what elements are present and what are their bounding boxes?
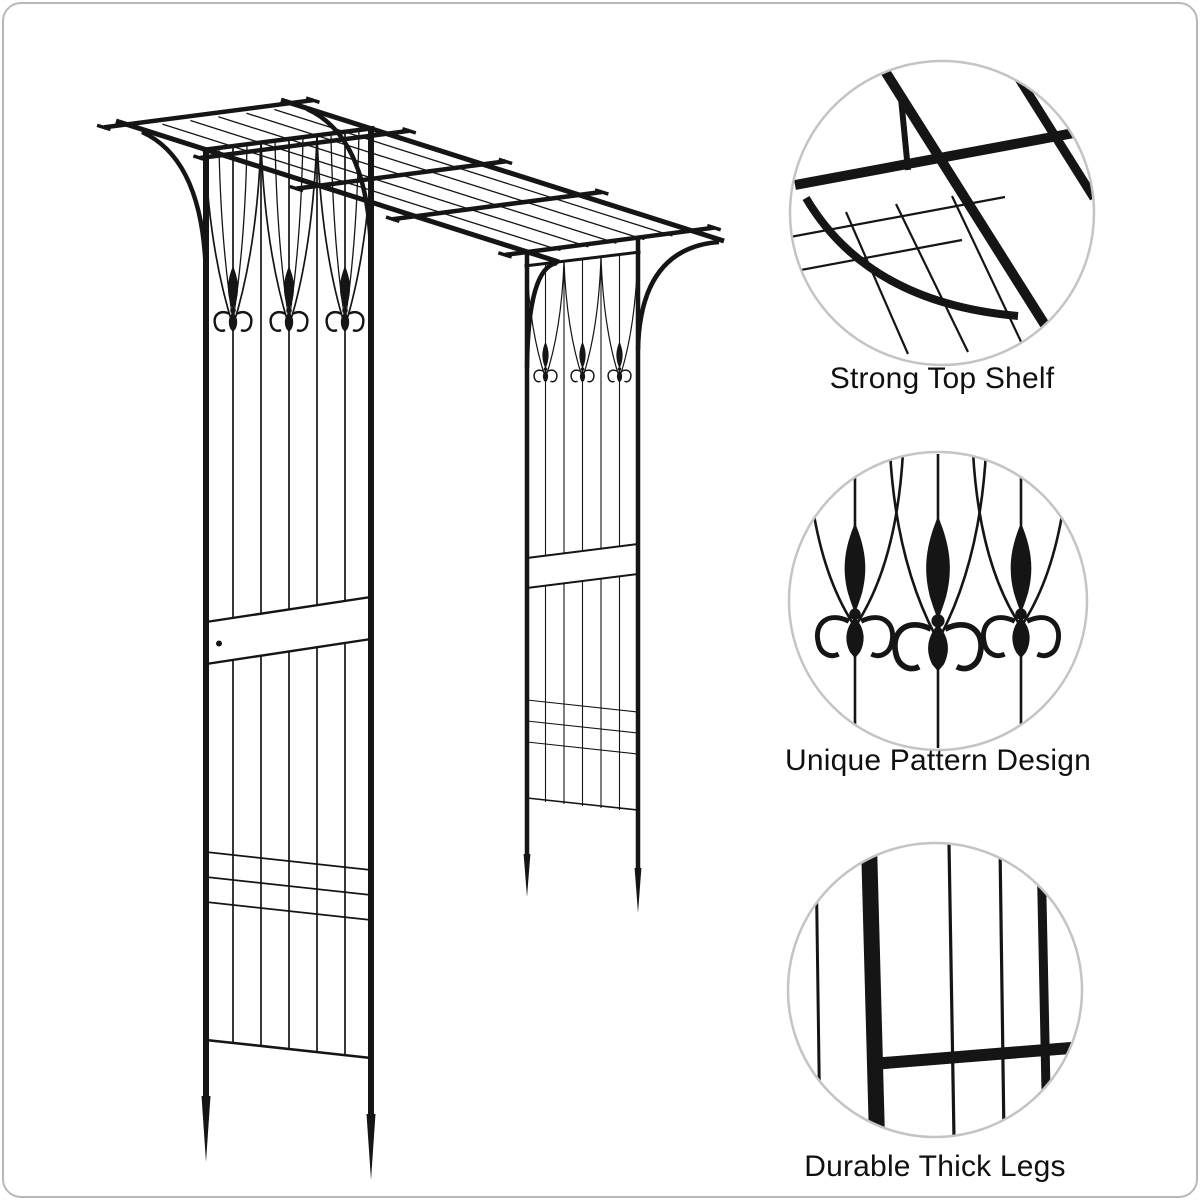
front-left-spike xyxy=(201,1096,211,1162)
shelf-crossbars xyxy=(103,97,715,258)
top-shelf-detail-icon xyxy=(790,61,1094,355)
back-left-brace xyxy=(524,260,558,369)
shelf-wires xyxy=(162,108,673,252)
back-left-spike xyxy=(523,854,531,897)
front-trellis-panel xyxy=(201,125,376,1180)
band-bolt-hole xyxy=(216,640,222,647)
back-mid-band xyxy=(526,542,639,590)
back-right-brace xyxy=(635,239,720,351)
front-right-brace xyxy=(306,106,374,256)
front-left-brace xyxy=(141,129,209,279)
back-lower-wires xyxy=(526,699,639,811)
callout-circle-3 xyxy=(786,841,1084,1139)
front-top-bar xyxy=(202,125,375,153)
top-shelf xyxy=(96,96,725,265)
front-lower-wires xyxy=(205,851,372,1060)
callout-top-shelf xyxy=(788,59,1096,367)
front-right-spike xyxy=(366,1114,376,1180)
callout-circle-1 xyxy=(788,59,1096,367)
callout-legs-label: Durable Thick Legs xyxy=(804,1150,1066,1183)
corner-braces xyxy=(141,106,720,369)
shelf-crossbar-caps xyxy=(96,96,722,259)
back-top-bar xyxy=(524,250,641,268)
callout-top-shelf-label: Strong Top Shelf xyxy=(829,362,1055,395)
callout-circle-2 xyxy=(787,450,1089,752)
shelf-rails xyxy=(115,97,725,265)
finial-pattern-detail-icon xyxy=(805,452,1071,748)
callout-pattern xyxy=(787,450,1089,752)
callout-legs xyxy=(786,841,1084,1139)
thick-legs-detail-icon xyxy=(814,843,1082,1137)
front-gothic-arches xyxy=(204,128,374,327)
back-trellis-panel xyxy=(523,238,642,913)
callout-pattern-label: Unique Pattern Design xyxy=(784,744,1092,777)
back-right-spike xyxy=(634,868,642,913)
